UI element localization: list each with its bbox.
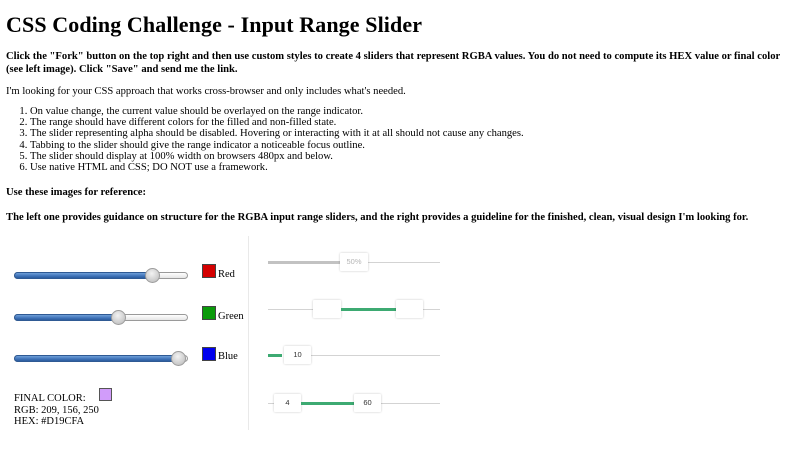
- hex-value: HEX: #D19CFA: [14, 416, 85, 427]
- slider-fill: [301, 402, 354, 405]
- requirements-list: On value change, the current value shoul…: [6, 106, 524, 173]
- reference-heading: Use these images for reference:: [6, 187, 147, 198]
- slider-fill: [268, 354, 282, 357]
- slider-fill: [14, 314, 122, 321]
- slider-thumb-value: 10: [284, 346, 311, 364]
- red-label: Red: [218, 269, 235, 280]
- slider-thumb: [171, 351, 186, 366]
- reference-description: The left one provides guidance on struct…: [6, 212, 749, 223]
- page-title: CSS Coding Challenge - Input Range Slide…: [6, 12, 423, 37]
- red-slider: [14, 268, 188, 283]
- approach-text: I'm looking for your CSS approach that w…: [6, 86, 406, 97]
- slider-thumb: [111, 310, 126, 325]
- slider-thumb-value: 50%: [340, 253, 368, 271]
- intro-text: Click the "Fork" button on the top right…: [6, 51, 781, 75]
- final-color-swatch: [99, 388, 112, 401]
- green-swatch: [202, 306, 216, 320]
- requirement-item: Tabbing to the slider should give the ra…: [30, 140, 524, 151]
- slider-thumb-high: [396, 300, 423, 318]
- final-color-info: FINAL COLOR: RGB: 209, 156, 250 HEX: #D1…: [14, 393, 99, 428]
- design-slider-single: 10: [268, 346, 440, 366]
- final-color-label: FINAL COLOR:: [14, 393, 86, 404]
- image-divider: [248, 236, 249, 430]
- slider-fill: [268, 261, 340, 264]
- slider-fill: [14, 272, 156, 279]
- requirement-item: The slider representing alpha should be …: [30, 128, 524, 139]
- red-swatch: [202, 264, 216, 278]
- rgb-value: RGB: 209, 156, 250: [14, 404, 99, 416]
- requirement-item: Use native HTML and CSS; DO NOT use a fr…: [30, 162, 524, 173]
- design-slider-disabled: 50%: [268, 253, 440, 273]
- slider-thumb-low: [313, 300, 341, 318]
- requirement-item: On value change, the current value shoul…: [30, 106, 524, 117]
- requirement-item: The range should have different colors f…: [30, 117, 524, 128]
- blue-slider: [14, 351, 188, 366]
- slider-thumb-low: 4: [274, 394, 301, 412]
- green-slider: [14, 310, 188, 325]
- requirement-item: The slider should display at 100% width …: [30, 151, 524, 162]
- design-slider-range-empty: [268, 300, 440, 320]
- slider-thumb-high: 60: [354, 394, 381, 412]
- slider-fill: [341, 308, 396, 311]
- slider-fill: [14, 355, 182, 362]
- green-label: Green: [218, 311, 244, 322]
- blue-label: Blue: [218, 351, 238, 362]
- slider-thumb: [145, 268, 160, 283]
- blue-swatch: [202, 347, 216, 361]
- design-slider-range: 4 60: [268, 394, 440, 414]
- slider-track: [308, 355, 440, 356]
